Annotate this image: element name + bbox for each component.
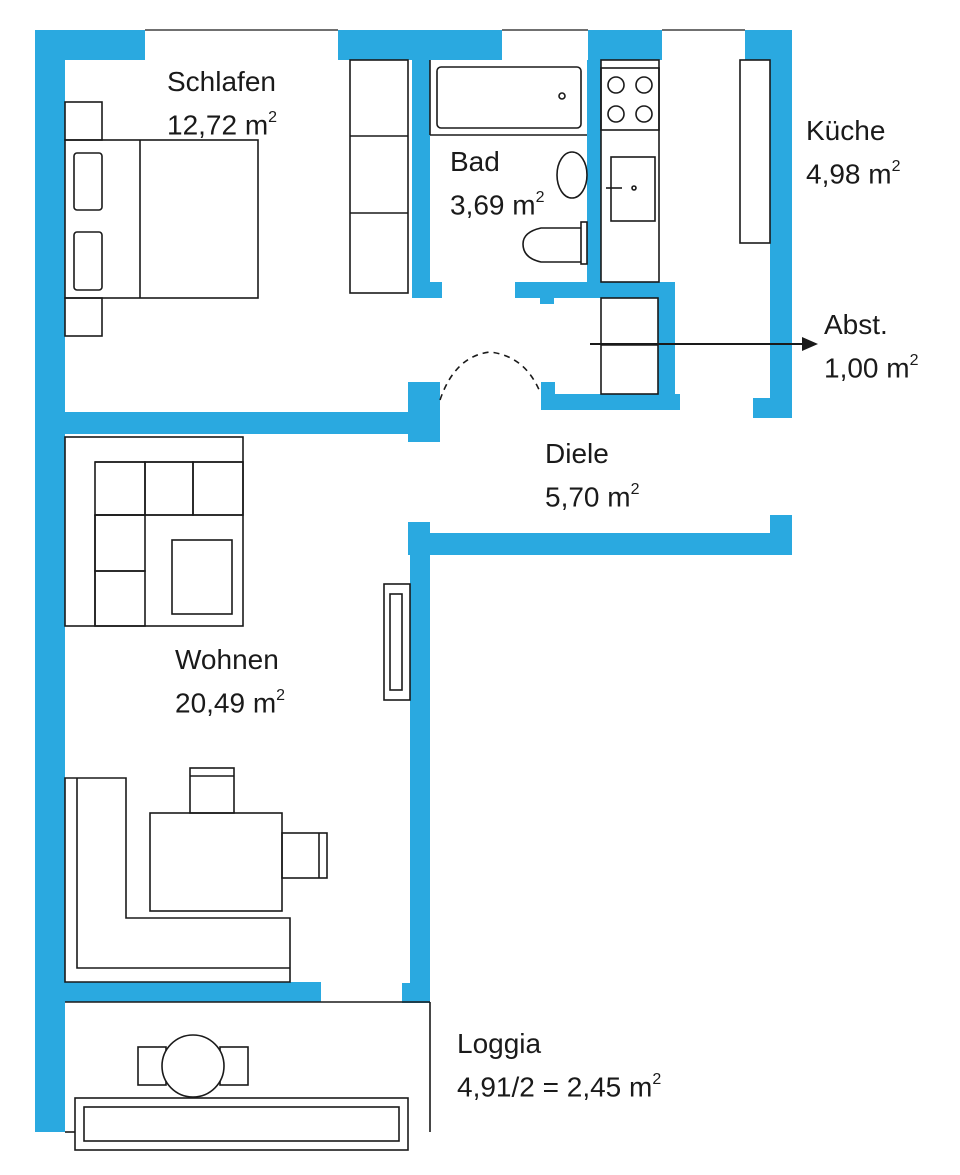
wall-bad-bottom: [515, 282, 675, 298]
room-name-bad: Bad: [450, 146, 500, 177]
wardrobe: [349, 59, 409, 294]
wall-right-kitchen: [770, 30, 792, 418]
room-name-abst: Abst.: [824, 309, 888, 340]
tv-unit: [383, 583, 411, 701]
room-name-wohnen: Wohnen: [175, 644, 279, 675]
wall-diele-bottom: [408, 533, 792, 555]
room-name-loggia: Loggia: [457, 1028, 542, 1059]
door-swing: [439, 351, 541, 401]
wall-bad-bottom-stub: [540, 282, 554, 304]
wall-door-jamb-left: [408, 382, 440, 442]
room-name-diele: Diele: [545, 438, 609, 469]
pillow-1: [73, 152, 103, 211]
wall-diele-right-stub: [770, 515, 792, 555]
storage-shelves: [600, 297, 659, 395]
abst-arrow: [590, 337, 818, 351]
room-area-schlafen: 12,72 m2: [167, 109, 278, 141]
dining-table: [149, 812, 283, 912]
room-label-bad: Bad 3,69 m2: [450, 143, 545, 224]
wall-wohnen-right: [410, 533, 430, 1003]
room-label-loggia: Loggia 4,91/2 = 2,45 m2: [457, 1025, 661, 1106]
room-label-kueche: Küche 4,98 m2: [806, 112, 901, 193]
wall-top-2: [338, 30, 502, 60]
wall-schlafen-bottom: [65, 412, 440, 434]
sofa-seat-1: [94, 461, 146, 516]
sink: [556, 151, 588, 199]
room-label-wohnen: Wohnen 20,49 m2: [175, 641, 285, 722]
bedroom-furniture: [64, 59, 409, 337]
room-area-diele: 5,70 m2: [545, 481, 640, 513]
room-area-kueche: 4,98 m2: [806, 158, 901, 190]
bathtub: [436, 66, 582, 129]
sofa-seat-4: [94, 514, 146, 572]
kitchen-counter: [600, 59, 660, 283]
living-furniture: [64, 436, 411, 983]
wall-abst-bottom: [541, 394, 680, 410]
loggia-furniture: [65, 1001, 431, 1151]
corner-bench: [64, 777, 291, 983]
sofa-seat-5: [94, 570, 146, 627]
room-label-abst: Abst. 1,00 m2: [824, 306, 919, 387]
wall-schlafen-bad-stub: [412, 282, 442, 298]
room-label-diele: Diele 5,70 m2: [545, 435, 640, 516]
round-table: [161, 1034, 225, 1098]
room-area-bad: 3,69 m2: [450, 189, 545, 221]
room-area-loggia: 4,91/2 = 2,45 m2: [457, 1071, 662, 1103]
bathroom-fixtures: [429, 60, 588, 265]
room-name-kueche: Küche: [806, 115, 886, 146]
room-label-schlafen: Schlafen 12,72 m2: [167, 63, 277, 144]
wall-bad-kueche: [587, 60, 601, 282]
toilet-tank: [580, 221, 588, 265]
kitchen-cabinet: [739, 59, 771, 244]
planter: [74, 1097, 409, 1151]
bed: [64, 139, 259, 299]
wall-top-3: [588, 30, 662, 60]
wall-wohnen-bottom: [65, 982, 321, 1002]
chair-right: [281, 832, 328, 879]
coffee-table: [171, 539, 233, 615]
nightstand-top: [64, 101, 103, 141]
kitchen-fixtures: [600, 59, 771, 283]
room-name-schlafen: Schlafen: [167, 66, 276, 97]
stove: [600, 67, 660, 131]
wall-left: [35, 30, 65, 1132]
pillow-2: [73, 231, 103, 291]
wall-abst-stub: [541, 382, 555, 410]
room-area-abst: 1,00 m2: [824, 352, 919, 384]
shelf-unit: [64, 436, 244, 627]
chair-top: [189, 767, 235, 814]
kitchen-sink: [610, 156, 656, 222]
wall-schlafen-bad: [412, 60, 430, 298]
toilet-bowl: [522, 227, 581, 263]
walls: [35, 30, 792, 1132]
room-area-wohnen: 20,49 m2: [175, 687, 286, 719]
wall-wohnen-right-stub: [402, 983, 430, 1003]
wall-right-kitchen-stub: [753, 398, 792, 418]
sofa-seat-2: [144, 461, 194, 516]
nightstand-bottom: [64, 297, 103, 337]
sofa-seat-3: [192, 461, 244, 516]
